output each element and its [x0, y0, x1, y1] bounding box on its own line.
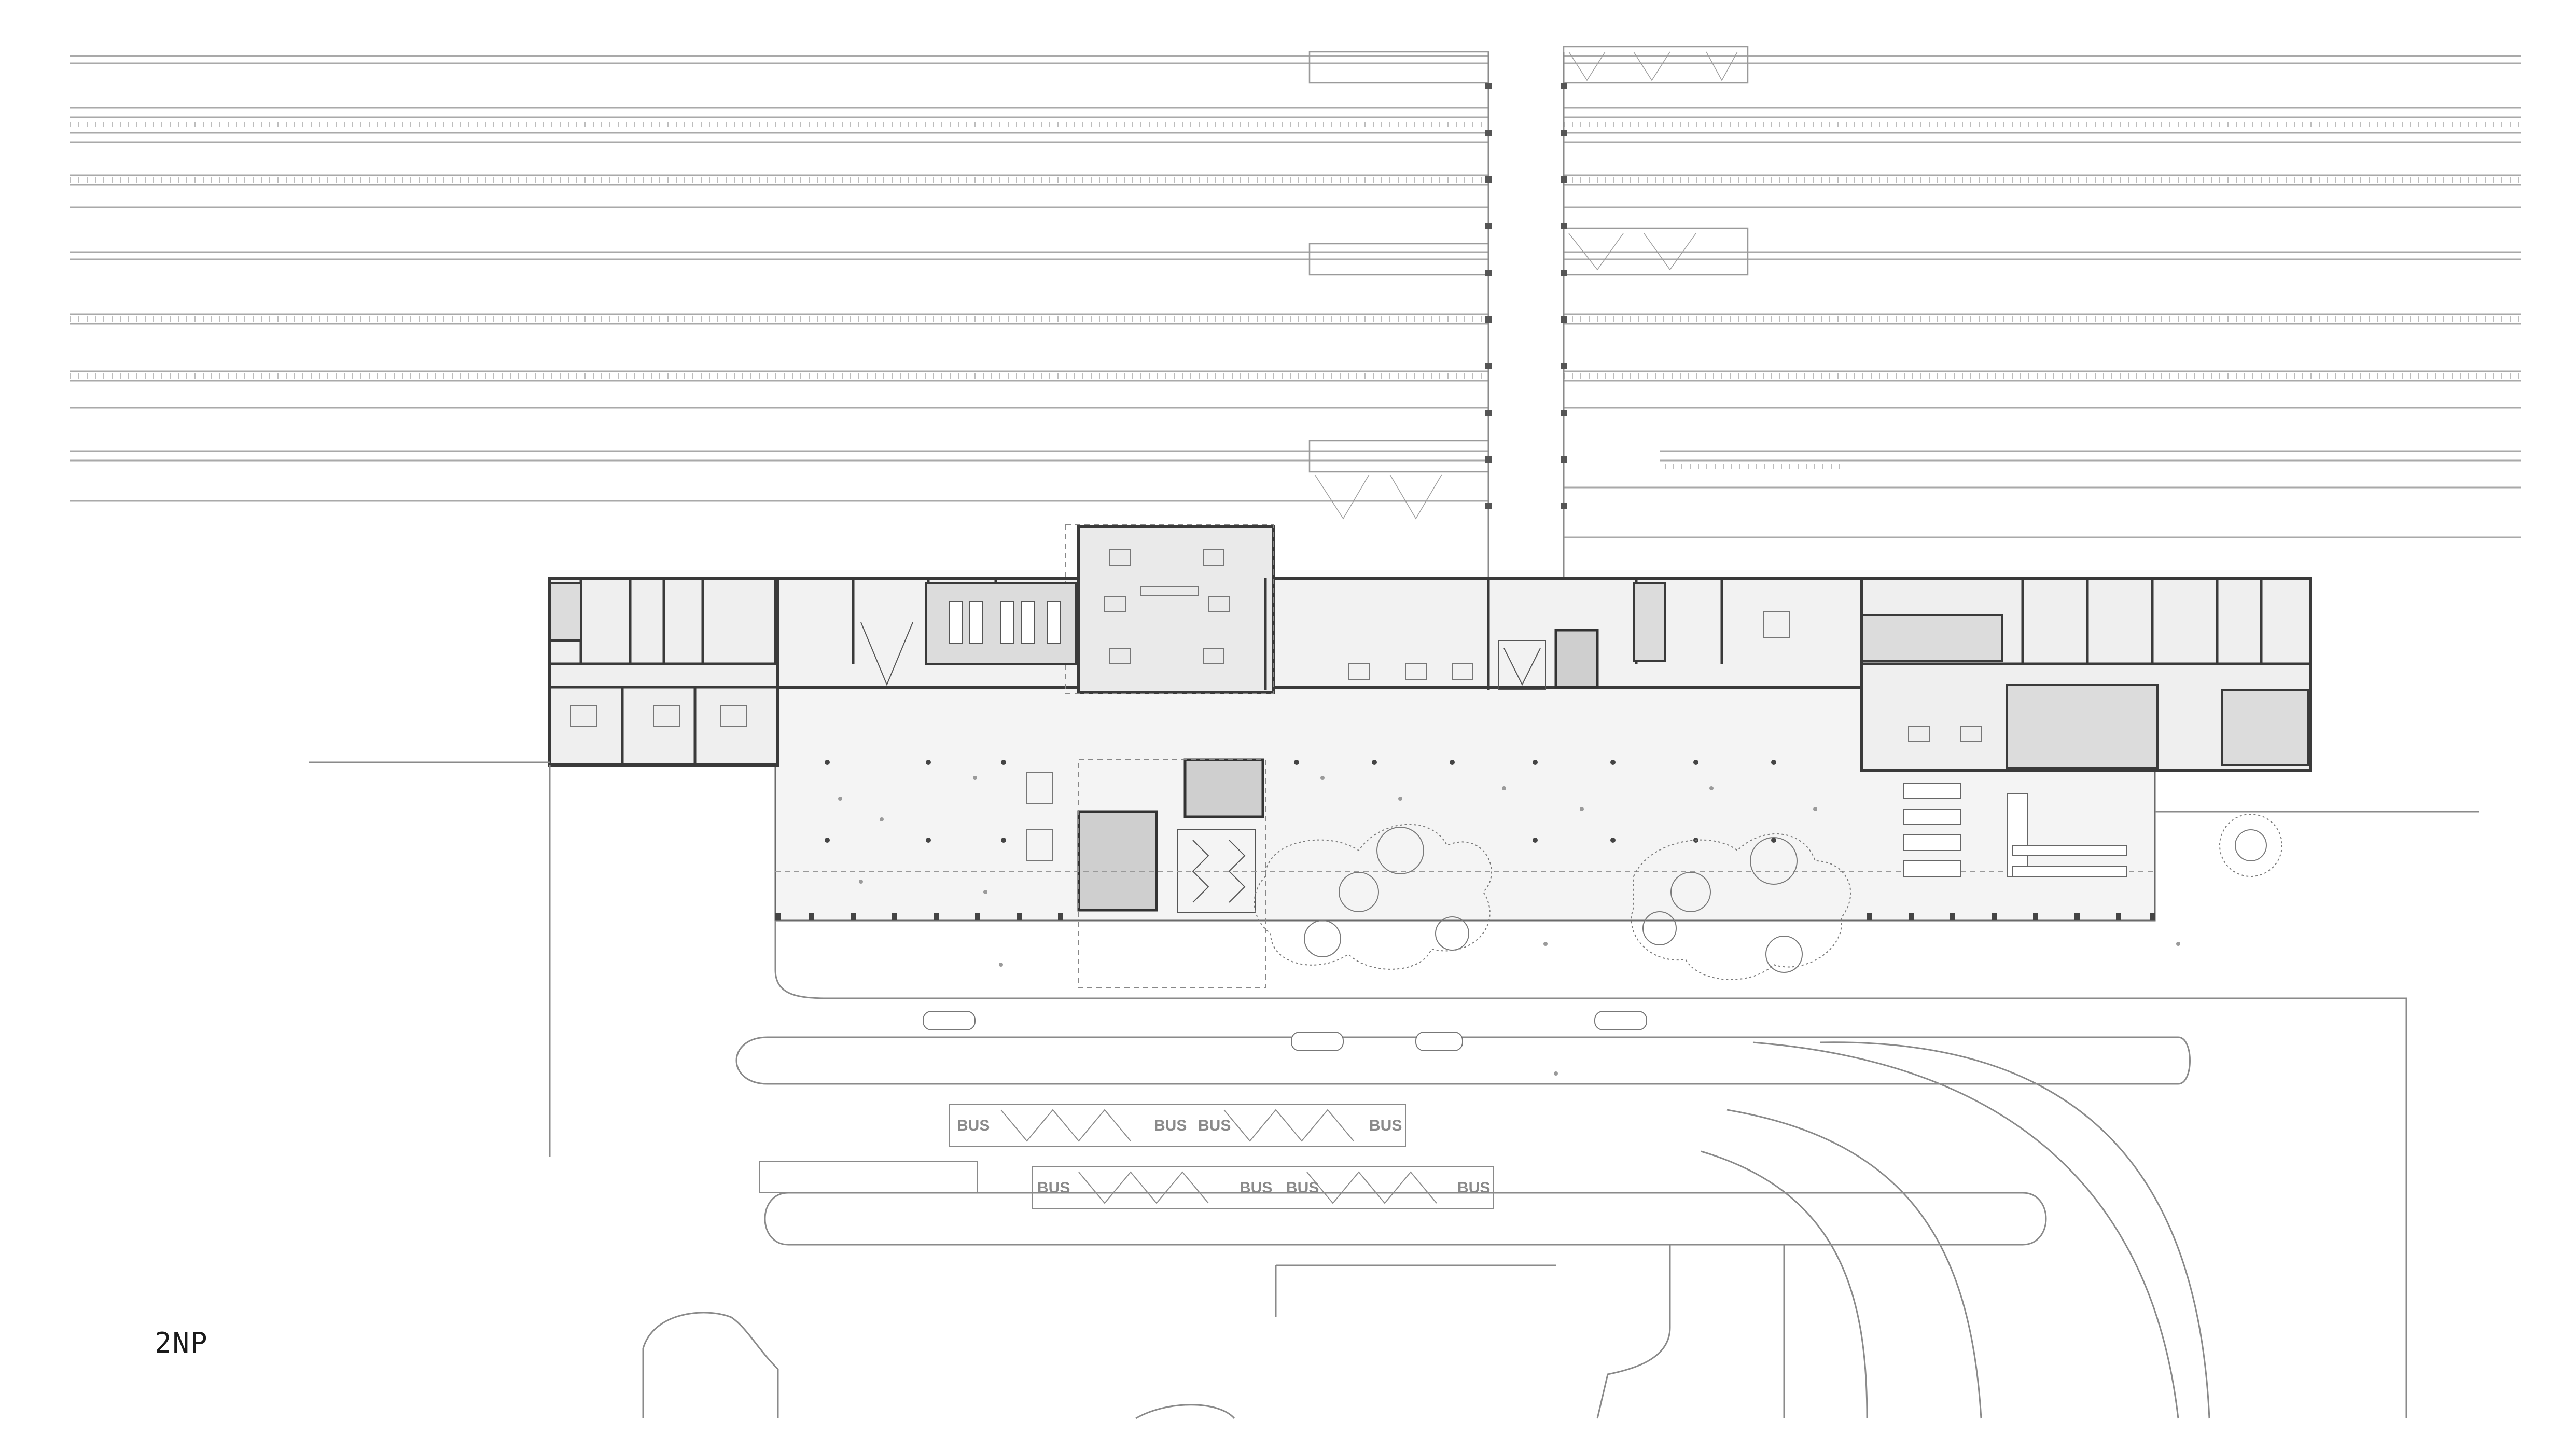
meeting-pavilion: [1077, 525, 1275, 694]
track-group-left: [70, 55, 1488, 502]
bus-marking: BUS: [1037, 1179, 1070, 1196]
bus-labels: BUS BUS BUS BUS BUS BUS BUS BUS: [957, 1117, 1490, 1196]
cars: [923, 1011, 1647, 1051]
bus-marking: BUS: [957, 1117, 990, 1134]
bus-marking: BUS: [1198, 1117, 1231, 1134]
trees: [1254, 814, 2282, 980]
railway-tracks: [70, 55, 2521, 538]
stair-cores: [1077, 629, 1599, 912]
bus-marking: BUS: [1457, 1179, 1490, 1196]
bus-marking: BUS: [1286, 1179, 1319, 1196]
roads: [309, 761, 2479, 1419]
bus-marking: BUS: [1240, 1179, 1272, 1196]
bus-marking: BUS: [1154, 1117, 1187, 1134]
station-building: [548, 524, 2312, 988]
footbridge: [1485, 52, 1567, 581]
planting-texture: [838, 776, 2180, 1076]
bus-bays: [759, 1104, 1494, 1209]
track-group-right: [1564, 55, 2521, 538]
floor-label: 2NP: [155, 1327, 208, 1359]
bus-marking: BUS: [1369, 1117, 1402, 1134]
structural-columns: [825, 760, 1776, 843]
